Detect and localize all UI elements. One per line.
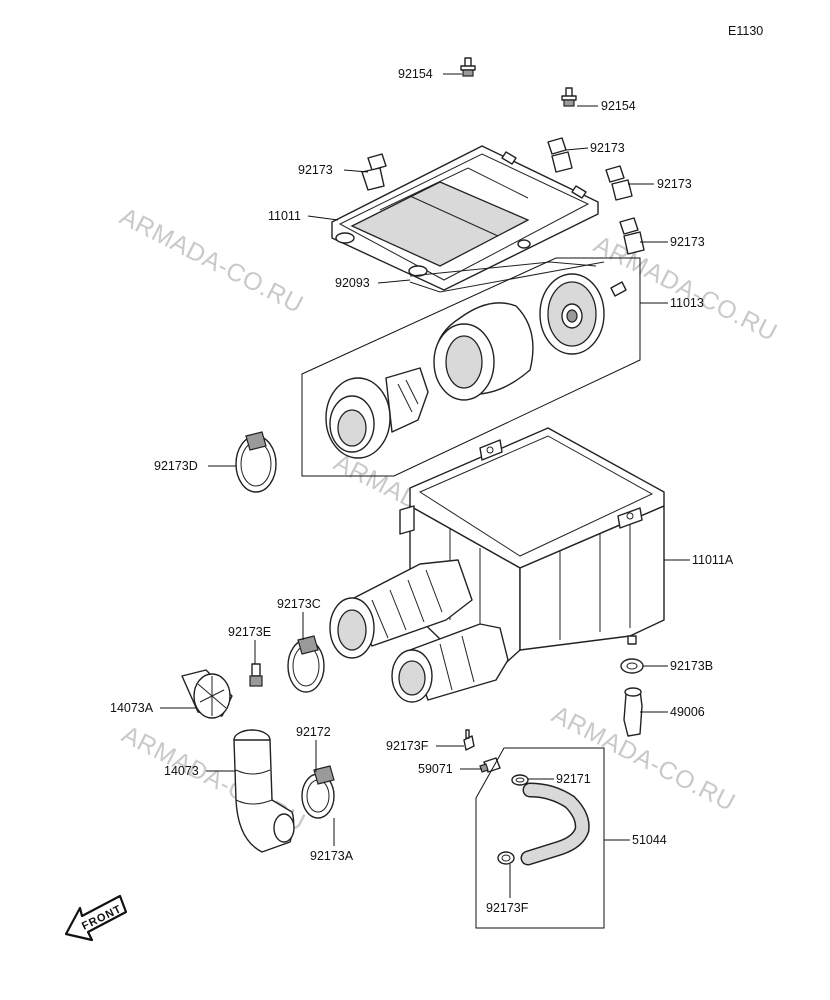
filter-end-cap xyxy=(539,273,605,355)
clip-92173-right1 xyxy=(547,137,573,173)
label-92154-a: 92154 xyxy=(398,67,433,81)
clip-92173-left xyxy=(361,153,387,191)
clamp-92172 xyxy=(301,765,335,819)
label-49006: 49006 xyxy=(670,705,705,719)
hose-51044 xyxy=(520,782,590,866)
assembly-frame-51044 xyxy=(475,747,605,929)
label-14073A: 14073A xyxy=(110,701,154,715)
clamp-92173D xyxy=(235,431,277,493)
air-box-cover-11011 xyxy=(331,145,599,291)
label-92171: 92171 xyxy=(556,772,591,786)
filter-holder xyxy=(325,367,429,459)
leader-lines xyxy=(160,73,690,898)
clip-92173F-a xyxy=(463,729,475,751)
part-labels: 92154 92154 92173 92173 92173 92173 1101… xyxy=(110,67,734,915)
clamp-92173F-b xyxy=(497,851,515,865)
clip-92173-right2 xyxy=(605,165,633,201)
gasket-92093 xyxy=(409,261,605,293)
label-92173-top-right3: 92173 xyxy=(670,235,705,249)
label-11013: 11013 xyxy=(670,296,704,310)
filter-element xyxy=(433,302,534,401)
label-11011: 11011 xyxy=(268,209,301,223)
label-92173-top-left: 92173 xyxy=(298,163,333,177)
cap-14073A xyxy=(181,669,233,719)
intake-duct-upper xyxy=(329,559,473,659)
drain-49006 xyxy=(623,687,643,737)
plug-92173B xyxy=(620,658,644,674)
label-11011A: 11011A xyxy=(692,553,734,567)
label-14073: 14073 xyxy=(164,764,199,778)
clip-92173-right3 xyxy=(619,217,645,255)
front-direction-arrow: FRONT xyxy=(64,894,128,942)
air-box-case-11011A xyxy=(399,427,665,671)
assembly-frame-11013 xyxy=(301,257,641,477)
clip-92173E xyxy=(249,663,263,687)
label-51044: 51044 xyxy=(632,833,667,847)
screw-92154-a xyxy=(460,57,476,77)
label-92173-top-right2: 92173 xyxy=(657,177,692,191)
label-92173-top-right1: 92173 xyxy=(590,141,625,155)
label-92173D: 92173D xyxy=(154,459,198,473)
label-92173F-a: 92173F xyxy=(386,739,429,753)
label-92173E: 92173E xyxy=(228,625,271,639)
label-92173F-b: 92173F xyxy=(486,901,529,915)
label-92173A: 92173A xyxy=(310,849,354,863)
filter-screw xyxy=(610,281,627,297)
duct-14073 xyxy=(233,729,295,853)
label-92173B: 92173B xyxy=(670,659,713,673)
intake-duct-lower xyxy=(391,623,509,703)
clamp-92171 xyxy=(511,774,529,786)
screw-92154-b xyxy=(561,87,577,107)
label-92154-b: 92154 xyxy=(601,99,636,113)
label-92172: 92172 xyxy=(296,725,331,739)
clamp-92173C xyxy=(287,635,325,693)
diagram-code: E1130 xyxy=(728,24,763,38)
label-59071: 59071 xyxy=(418,762,453,776)
label-92173C: 92173C xyxy=(277,597,321,611)
label-92093: 92093 xyxy=(335,276,370,290)
